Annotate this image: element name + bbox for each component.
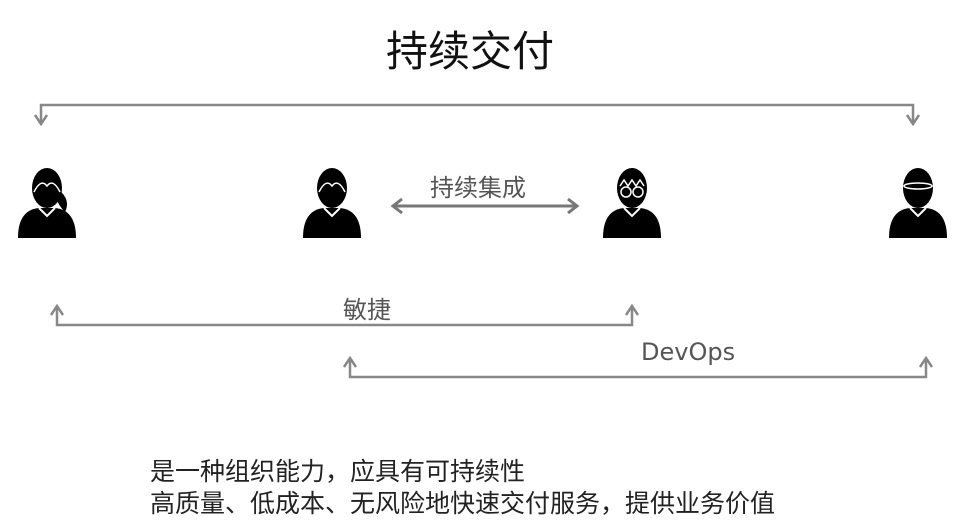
description-line: 高质量、低成本、无风险地快速交付服务，提供业务价值	[150, 489, 776, 518]
agile-span-arrow	[49, 303, 640, 327]
person-developer-icon	[302, 167, 362, 239]
delivery-span-arrow	[33, 103, 921, 127]
devops-label: DevOps	[641, 338, 736, 366]
person-female-icon	[17, 167, 77, 239]
person-glasses-icon	[602, 167, 662, 239]
description-line: 是一种组织能力，应具有可持续性	[150, 457, 526, 486]
person-cap-icon	[888, 167, 948, 239]
devops-span-arrow	[342, 355, 934, 379]
agile-label: 敏捷	[343, 296, 391, 324]
ci-double-arrow	[390, 197, 580, 215]
page-title: 持续交付	[385, 27, 554, 76]
ci-label: 持续集成	[430, 174, 526, 202]
